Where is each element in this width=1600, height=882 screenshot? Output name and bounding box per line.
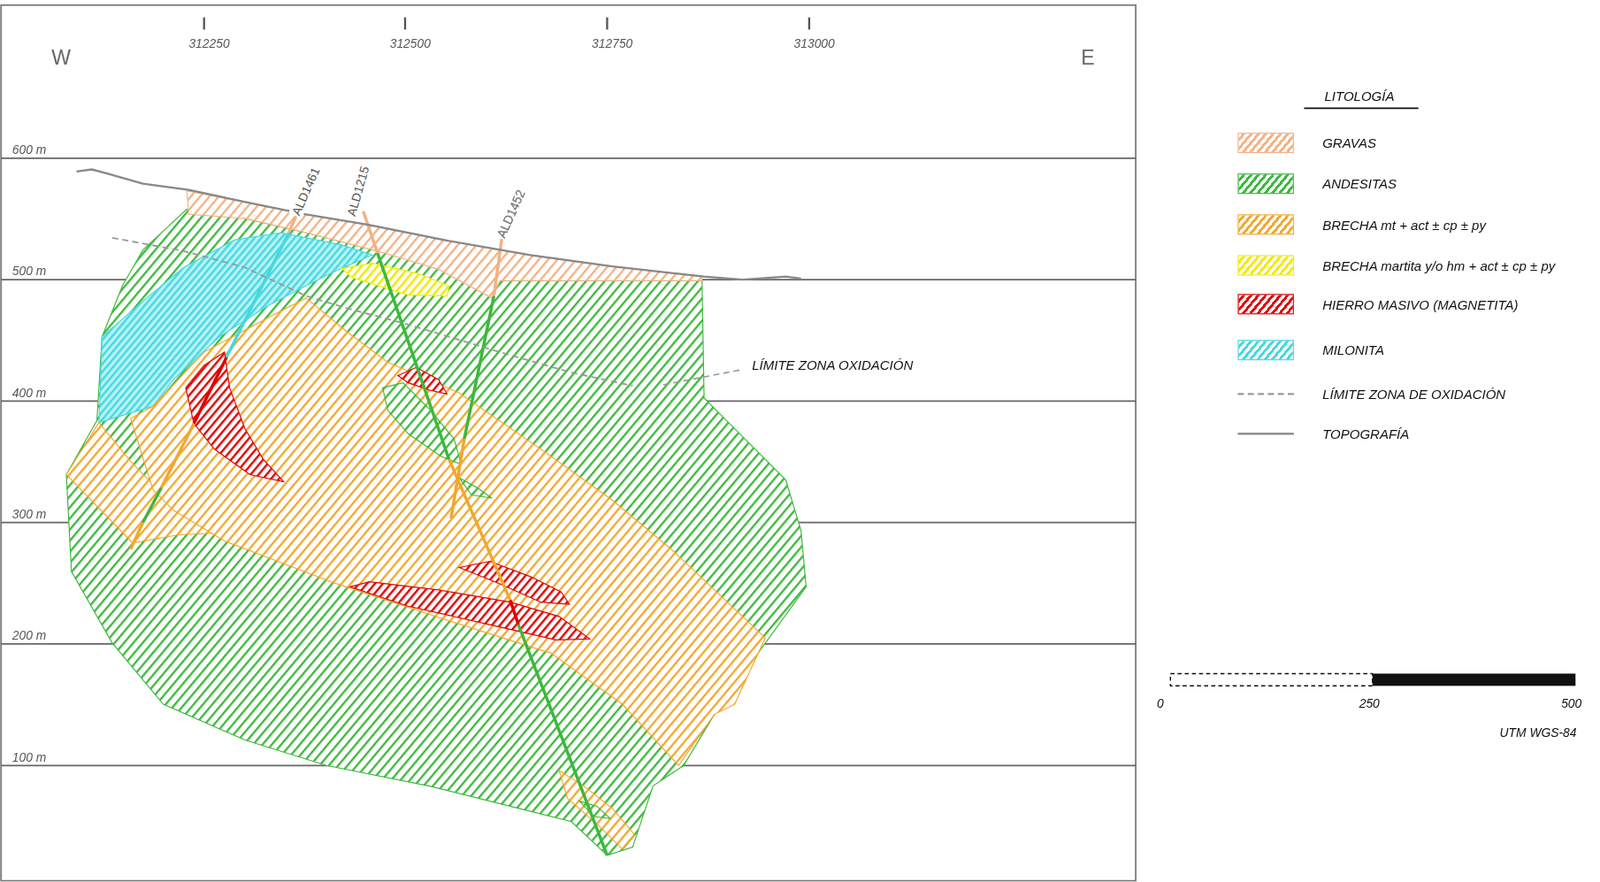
- section-label: 313000: [794, 37, 835, 53]
- section-label: ALD1461: [288, 163, 324, 219]
- section-label: 100 m: [12, 750, 46, 766]
- legend-swatch: [1237, 214, 1294, 235]
- legend-text: BRECHA mt + act ± cp ± py: [1322, 216, 1486, 232]
- section-label: 400 m: [12, 385, 46, 401]
- section-label: W: [51, 45, 71, 70]
- section-label: 250: [1359, 696, 1380, 712]
- section-label: E: [1080, 45, 1095, 70]
- legend-text: BRECHA martita y/o hm + act ± cp ± py: [1322, 257, 1555, 273]
- section-label: ALD1215: [344, 163, 374, 219]
- legend-swatch: [1237, 173, 1294, 194]
- legend-text: HIERRO MASIVO (MAGNETITA): [1322, 296, 1518, 312]
- legend-text: MILONITA: [1322, 342, 1385, 358]
- legend-swatch: [1237, 339, 1294, 360]
- legend-text: TOPOGRAFÍA: [1322, 426, 1409, 442]
- legend-swatch: [1237, 254, 1294, 276]
- section-label: 300 m: [12, 506, 46, 522]
- section-label: 312250: [188, 37, 230, 53]
- section-label: ALD1452: [493, 186, 529, 242]
- legend-line-sample: [1237, 392, 1294, 395]
- legend-entry: TOPOGRAFÍA: [1237, 421, 1409, 446]
- legend-entry: MILONITA: [1237, 337, 1384, 363]
- legend-swatch: [1237, 293, 1294, 314]
- section-label: 200 m: [12, 628, 46, 644]
- section-label: LITOLOGÍA: [1324, 88, 1395, 105]
- section-label: 312500: [390, 37, 431, 53]
- section-label: UTM WGS-84: [1500, 725, 1578, 741]
- section-label: 500 m: [12, 264, 46, 280]
- legend-text: GRAVAS: [1322, 135, 1377, 151]
- legend-swatch: [1237, 132, 1294, 154]
- section-label: 500: [1561, 696, 1582, 712]
- section-label: 0: [1156, 696, 1164, 712]
- legend-entry: ANDESITAS: [1237, 171, 1397, 197]
- legend-line-sample: [1237, 432, 1294, 435]
- legend-entry: BRECHA mt + act ± cp ± py: [1237, 212, 1486, 238]
- legend-entry: BRECHA martita y/o hm + act ± cp ± py: [1237, 252, 1555, 278]
- section-label: LÍMITE ZONA OXIDACIÓN: [751, 357, 913, 374]
- legend-entry: LÍMITE ZONA DE OXIDACIÓN: [1237, 381, 1506, 406]
- section-label: 312750: [591, 37, 633, 53]
- legend-text: LÍMITE ZONA DE OXIDACIÓN: [1322, 386, 1506, 402]
- legend-entry: GRAVAS: [1237, 130, 1377, 156]
- legend-text: ANDESITAS: [1322, 176, 1397, 192]
- legend-entry: HIERRO MASIVO (MAGNETITA): [1237, 291, 1518, 317]
- section-label: 600 m: [12, 143, 46, 159]
